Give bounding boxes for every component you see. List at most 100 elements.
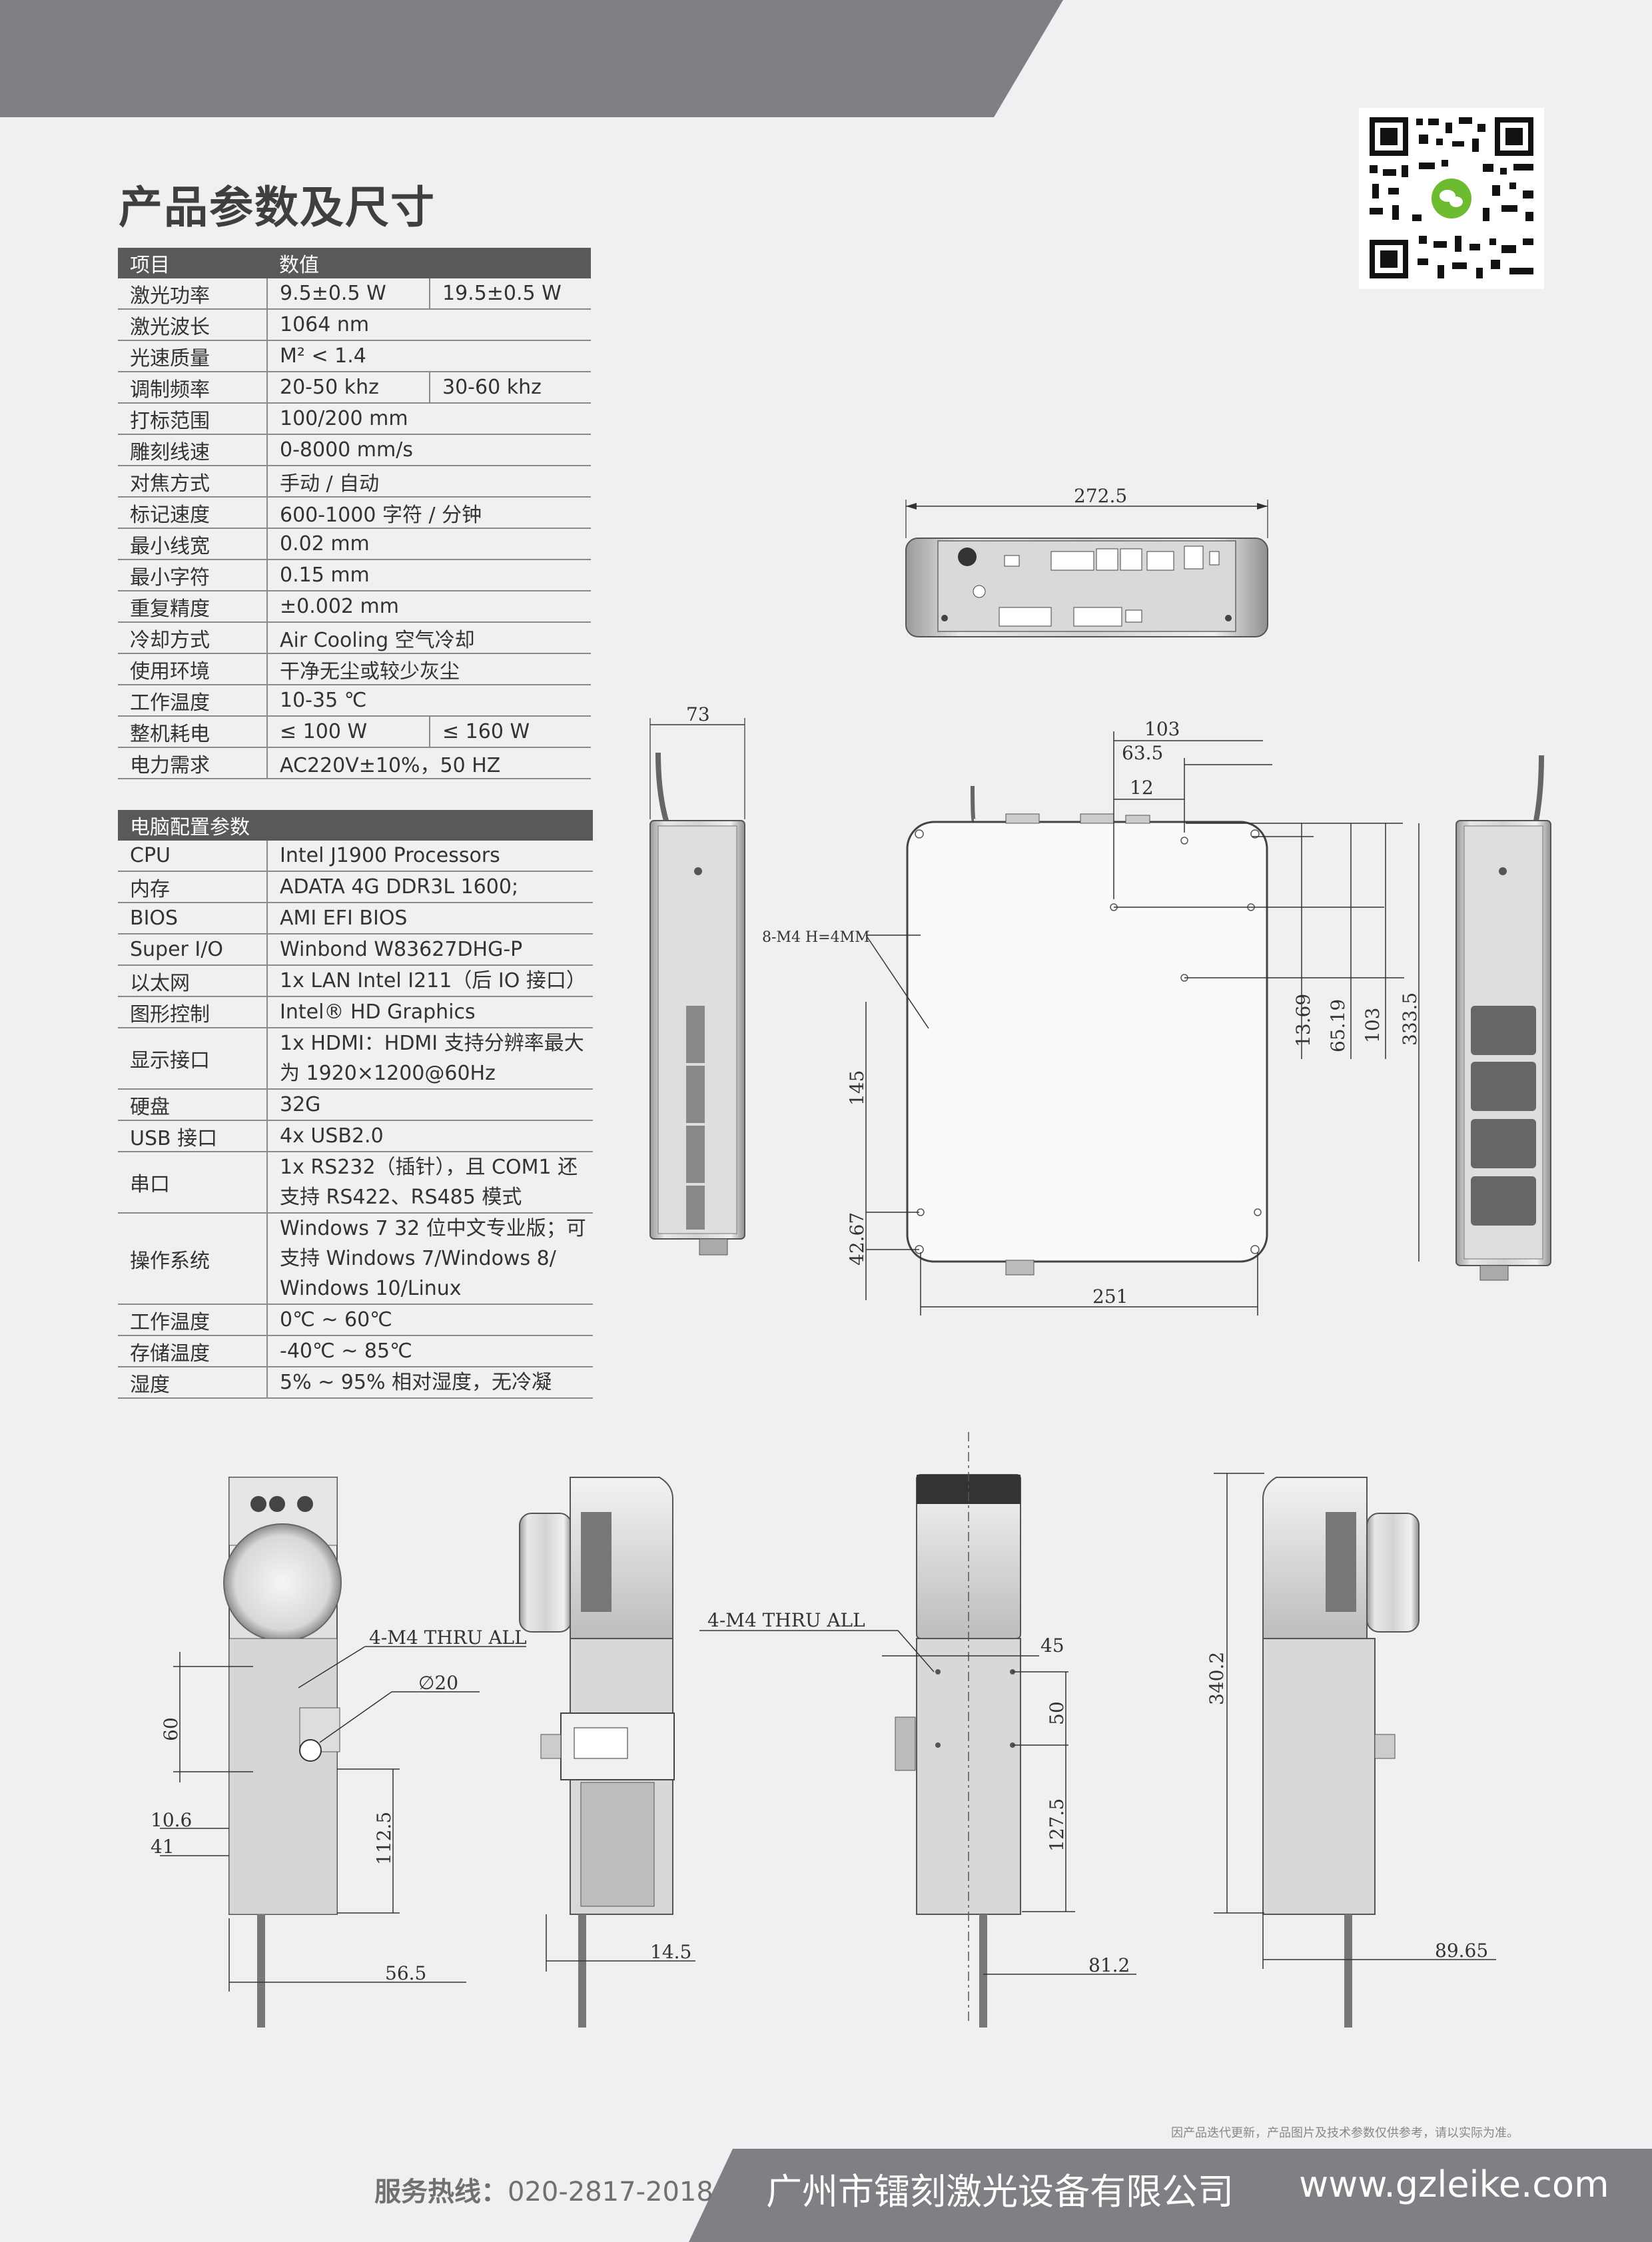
param-value: ≤ 100 W (267, 716, 430, 748)
dim-103-vertical: 103 (1362, 1008, 1384, 1043)
dim-42-67: 42.67 (846, 1212, 868, 1266)
param-value: Air Cooling 空气冷却 (267, 622, 591, 654)
pc-spec-value: 1x LAN Intel I211（后 IO 接口） (267, 965, 593, 997)
dim-333-5: 333.5 (1399, 992, 1421, 1046)
pc-spec-name: 串口 (118, 1152, 268, 1214)
pc-spec-name: BIOS (118, 903, 268, 934)
dim-81-2: 81.2 (1088, 1954, 1130, 1976)
dim-251: 251 (1092, 1286, 1128, 1308)
param-value: 100/200 mm (267, 403, 591, 435)
pc-spec-name: 工作温度 (118, 1304, 268, 1336)
param-name: 调制频率 (118, 372, 268, 404)
dim-103: 103 (1144, 718, 1180, 740)
pc-spec-value: 1x RS232（插针），且 COM1 还支持 RS422、RS485 模式 (267, 1152, 593, 1214)
dim-63-5: 63.5 (1122, 742, 1163, 764)
param-name: 雕刻线速 (118, 434, 268, 466)
table-row: 对焦方式手动 / 自动 (118, 466, 591, 498)
pc-spec-value: -40℃ ~ 85℃ (267, 1335, 593, 1367)
table-header-row: 项目 数值 (118, 248, 591, 278)
param-value: 手动 / 自动 (267, 466, 591, 498)
pc-spec-value: AMI EFI BIOS (267, 903, 593, 934)
dim-45: 45 (1040, 1635, 1064, 1657)
param-name: 工作温度 (118, 685, 268, 717)
pc-spec-value: 0℃ ~ 60℃ (267, 1304, 593, 1336)
page-title: 产品参数及尺寸 (119, 182, 436, 233)
dim-127-5: 127.5 (1046, 1798, 1068, 1852)
top-banner (0, 0, 1063, 117)
param-value: 1064 nm (267, 309, 591, 341)
controller-right-side-view (1455, 755, 1551, 1281)
pc-spec-value: Intel® HD Graphics (267, 996, 593, 1028)
dim-hole-note: 8-M4 H=4MM (762, 929, 870, 946)
dim-145: 145 (846, 1070, 868, 1106)
param-name: 光速质量 (118, 340, 268, 372)
param-name: 最小线宽 (118, 528, 268, 560)
param-value-alt: ≤ 160 W (430, 716, 591, 748)
dim-14-5: 14.5 (650, 1941, 691, 1963)
param-name: 对焦方式 (118, 466, 268, 498)
table-row: 重复精度±0.002 mm (118, 591, 591, 623)
table-header-row: 电脑配置参数 (118, 810, 593, 841)
dim-13-69: 13.69 (1292, 994, 1314, 1047)
dim-side-depth: 73 (686, 703, 710, 725)
param-value: 0.15 mm (267, 560, 591, 591)
param-name: 电力需求 (118, 747, 268, 779)
laser-head-front-view: 4-M4 THRU ALL ∅20 60 10.6 41 112.5 56.5 (151, 1477, 527, 2028)
pc-spec-value: 32G (267, 1089, 593, 1121)
dim-thru-a: 4-M4 THRU ALL (369, 1627, 527, 1649)
header-value: 数值 (267, 248, 591, 278)
pc-spec-value: 5% ~ 95% 相对湿度，无冷凝 (267, 1367, 593, 1399)
company-name: 广州市镭刻激光设备有限公司 (766, 2171, 1234, 2213)
pc-spec-name: 操作系统 (118, 1213, 268, 1305)
controller-front-view: 272.5 (905, 485, 1268, 637)
laser-head-rear-view: 4-M4 THRU ALL 45 50 127.5 81.2 (699, 1432, 1136, 2028)
dim-41: 41 (151, 1836, 175, 1858)
dim-box-front-width: 272.5 (1074, 485, 1127, 507)
dim-50: 50 (1046, 1701, 1068, 1725)
dim-thru-b: 4-M4 THRU ALL (707, 1609, 865, 1631)
table-row: 存储温度-40℃ ~ 85℃ (118, 1335, 593, 1367)
param-value: AC220V±10%，50 HZ (267, 747, 591, 779)
pc-spec-name: 显示接口 (118, 1028, 268, 1090)
dim-65-19: 65.19 (1327, 999, 1349, 1052)
param-name: 使用环境 (118, 653, 268, 685)
laser-head-side-view-left: 14.5 (519, 1477, 695, 2028)
footer-bar (689, 2149, 1652, 2242)
dim-340-2: 340.2 (1206, 1652, 1228, 1705)
pc-spec-name: 图形控制 (118, 996, 268, 1028)
param-name: 标记速度 (118, 497, 268, 529)
website-link[interactable]: www.gzleike.com (1299, 2163, 1609, 2205)
pc-spec-value: Winbond W83627DHG-P (267, 934, 593, 966)
pc-spec-name: 硬盘 (118, 1089, 268, 1121)
param-name: 激光波长 (118, 309, 268, 341)
dim-12: 12 (1130, 777, 1154, 799)
dim-56-5: 56.5 (385, 1962, 426, 1984)
param-value-alt: 19.5±0.5 W (430, 278, 591, 310)
header-item: 项目 (118, 248, 267, 278)
pc-spec-value: Intel J1900 Processors (267, 841, 593, 872)
param-value: 10-35 ℃ (267, 685, 591, 717)
pc-config-header: 电脑配置参数 (118, 810, 593, 841)
pc-spec-value: 4x USB2.0 (267, 1120, 593, 1152)
pc-spec-name: 以太网 (118, 965, 268, 997)
hotline: 服务热线：020-2817-2018 (374, 2170, 713, 2209)
param-name: 整机耗电 (118, 716, 268, 748)
laser-head-side-view-right: 340.2 89.65 (1206, 1473, 1496, 2028)
technical-drawings: 272.5 73 (151, 485, 1551, 2028)
